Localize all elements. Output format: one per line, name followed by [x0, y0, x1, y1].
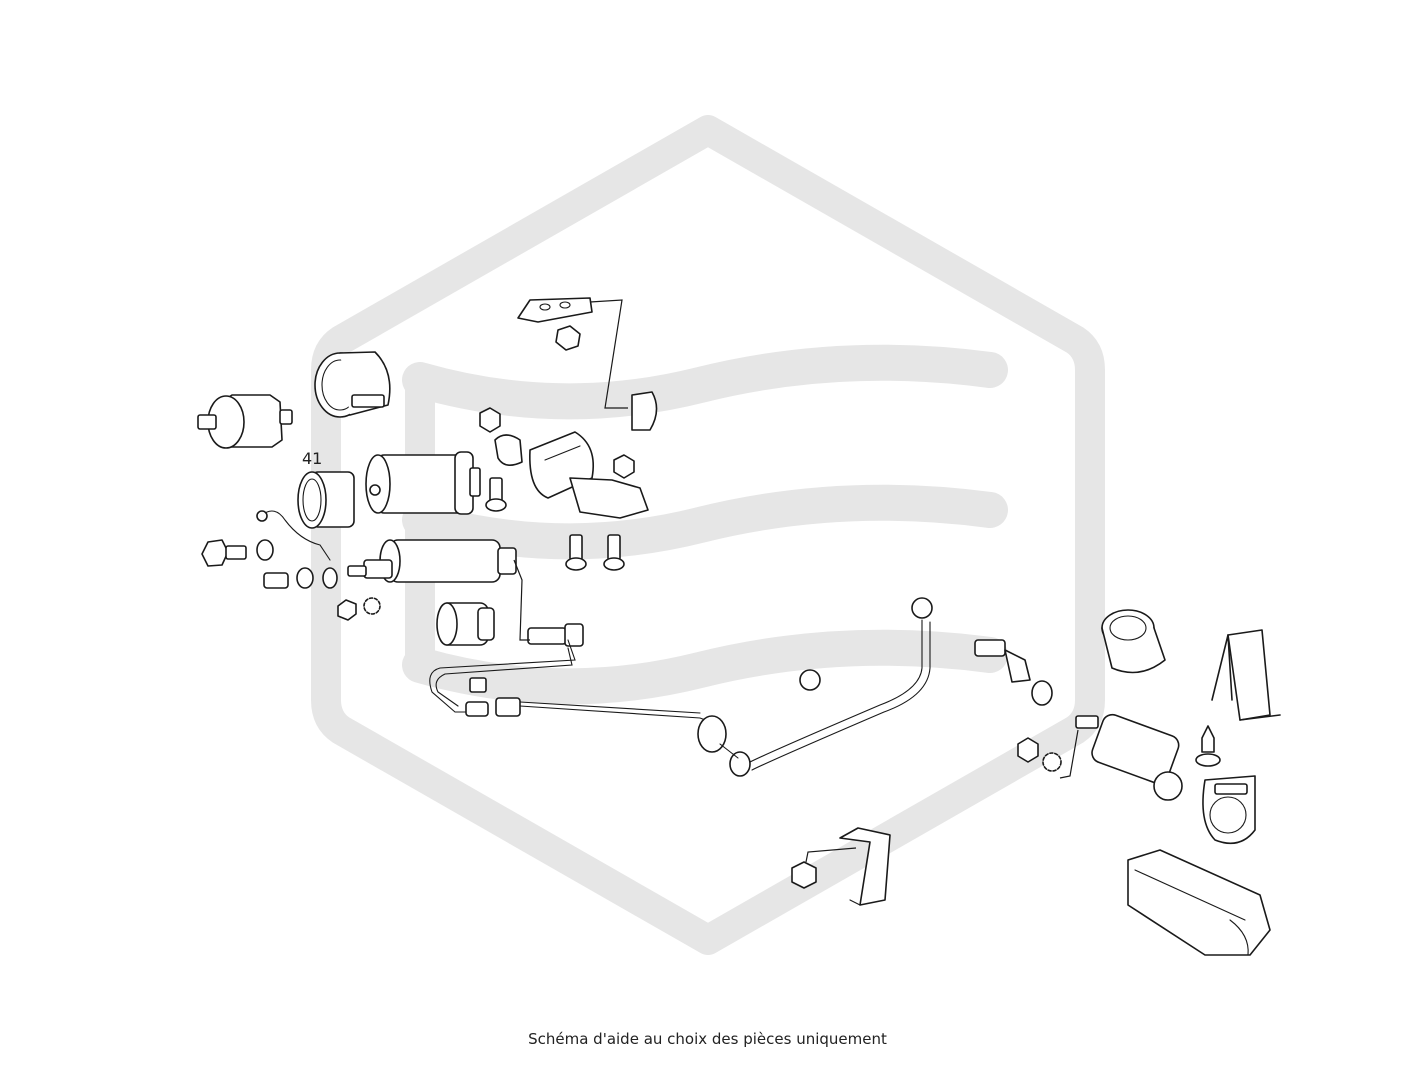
hex-nut	[337, 599, 357, 621]
pump-housing-cover	[1127, 849, 1271, 956]
banjo-connector-right	[974, 639, 1031, 683]
hose-clamp-ring	[314, 351, 391, 418]
pressure-regulator	[197, 394, 293, 449]
rubber-sleeve	[297, 471, 355, 529]
banjo-fitting-top	[911, 597, 933, 619]
self-tapping-screw	[1195, 725, 1221, 767]
leader-line-4	[805, 847, 857, 863]
hollow-screw	[263, 572, 289, 589]
leader-line-3	[1059, 729, 1079, 779]
hexagon-logo-watermark-icon	[311, 115, 1105, 955]
hex-bolt-1	[565, 534, 587, 571]
sealing-ring	[322, 567, 338, 589]
mounting-bracket-top	[517, 297, 593, 323]
hex-nut-right	[613, 454, 635, 479]
line-clip	[799, 669, 821, 691]
star-washer	[363, 597, 381, 615]
fuel-line	[429, 639, 713, 731]
outlet-fitting	[527, 623, 584, 647]
fuel-pump-right	[1075, 713, 1183, 801]
clip-fastener	[494, 434, 523, 466]
hex-nut-center	[479, 407, 501, 433]
sealing-washer-2	[296, 567, 314, 589]
strap-clamp	[1202, 775, 1256, 845]
hex-nut-right-pump	[1017, 737, 1039, 763]
star-washer-right	[1042, 752, 1062, 772]
flange-nut-top	[555, 325, 581, 351]
flange-nut-bottom	[791, 861, 817, 889]
leader-line-2	[589, 299, 628, 409]
mounting-bracket-right	[1211, 629, 1281, 721]
part-number-label: 41	[302, 449, 323, 468]
diagram-caption: Schéma d'aide au choix des pièces unique…	[528, 1030, 887, 1048]
pump-clamp-bracket	[529, 431, 649, 519]
fuel-line-2	[749, 619, 923, 763]
fuel-accumulator	[365, 451, 481, 515]
pump-rubber-boot	[436, 602, 495, 646]
hex-bolt-2	[603, 534, 625, 571]
fuel-line-grommet	[697, 715, 751, 777]
hose-end-fitting	[256, 510, 268, 522]
mounting-bracket-bottom	[839, 827, 891, 906]
fuel-pump	[347, 539, 517, 583]
screw-bolt	[485, 477, 507, 512]
fuel-line-2b	[751, 621, 931, 771]
rubber-sleeve-right	[1101, 609, 1166, 674]
small-hose-line	[261, 510, 331, 561]
sealing-washer	[256, 539, 274, 561]
rubber-mount	[631, 391, 658, 431]
sealing-washer-right	[1031, 680, 1053, 706]
banjo-bolt	[201, 539, 247, 567]
leader-line	[513, 559, 530, 641]
